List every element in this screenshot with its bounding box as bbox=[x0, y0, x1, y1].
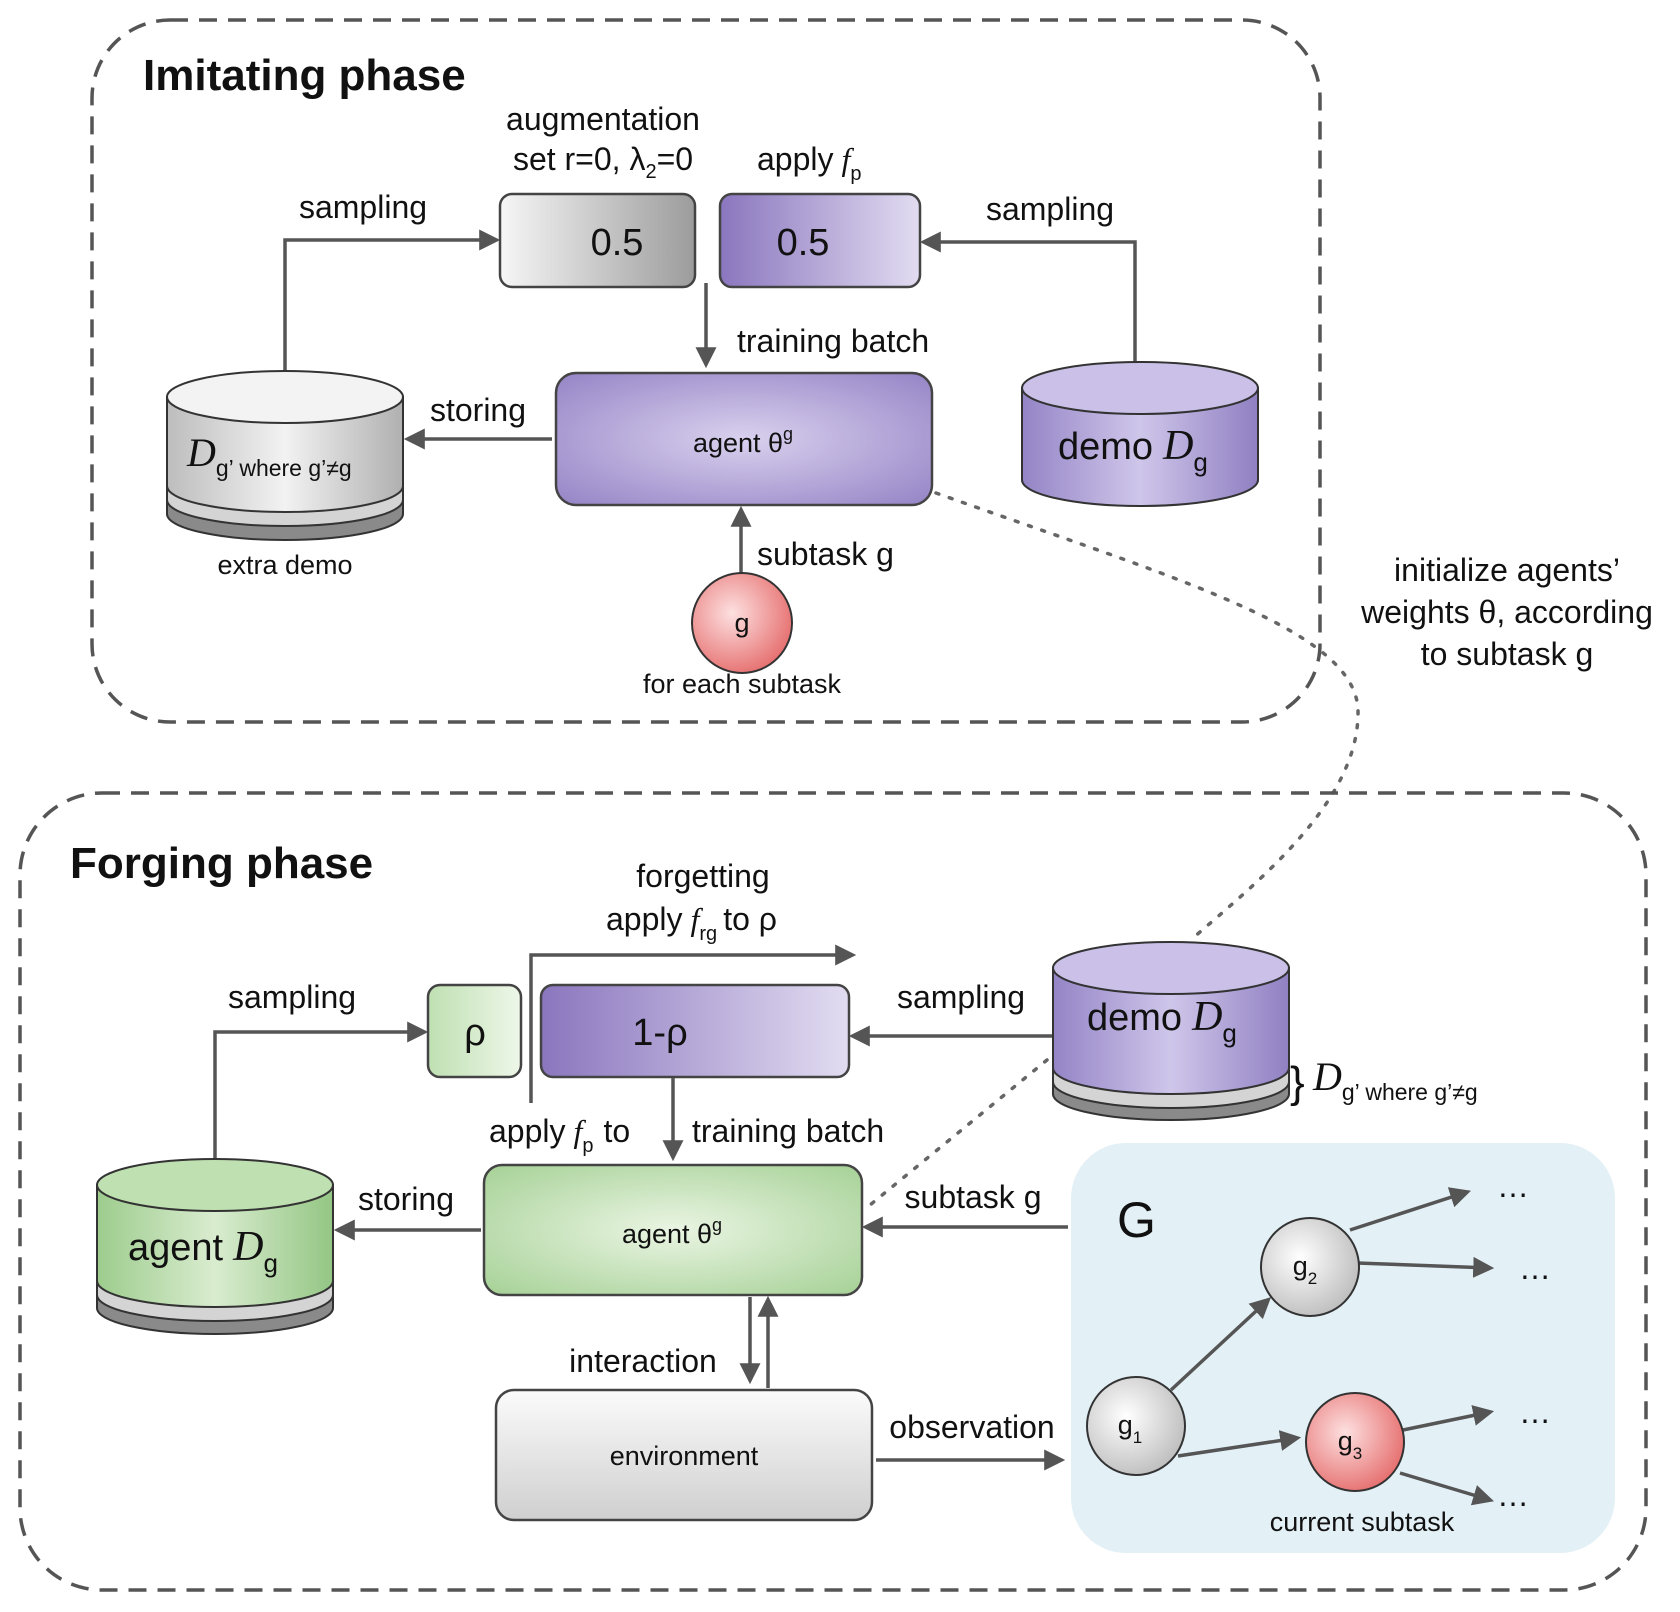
imitating-phase-frame bbox=[90, 18, 1322, 724]
demo-batch-box-value: 0.5 bbox=[777, 222, 830, 264]
forging-phase-frame bbox=[18, 791, 1648, 1592]
initialize-note-line2: weights θ, according bbox=[1360, 594, 1653, 630]
extra-demo-brace: } bbox=[1290, 1058, 1305, 1107]
extra-demo-cylinder bbox=[166, 370, 404, 541]
node-g3-label: g3 bbox=[1338, 1426, 1363, 1463]
forging-demo-cylinder bbox=[1052, 941, 1290, 1121]
node-g3 bbox=[1305, 1392, 1405, 1492]
imitating-demo-cylinder bbox=[1021, 361, 1259, 507]
forging-phase-title: Forging phase bbox=[70, 839, 373, 888]
initialize-note-line3: to subtask g bbox=[1421, 636, 1594, 672]
extra-demo-symbol: Dg’ where g’≠g bbox=[186, 430, 352, 481]
imitating-phase-title: Imitating phase bbox=[143, 51, 466, 100]
edge-g3-out1 bbox=[1402, 1405, 1495, 1432]
imitating-agent-box bbox=[554, 371, 934, 507]
storing-label: storing bbox=[430, 392, 526, 428]
node-g2-label: g2 bbox=[1293, 1251, 1318, 1288]
demo-agent-dotted-link bbox=[868, 1058, 1049, 1207]
forging-subtask-label: subtask g bbox=[905, 1179, 1042, 1215]
sampling-right-arrow bbox=[919, 231, 1137, 373]
subtask-label: subtask g bbox=[757, 536, 894, 572]
edge-g2-out1 bbox=[1349, 1187, 1471, 1232]
forging-training-batch-label: training batch bbox=[692, 1113, 884, 1149]
ellipsis-g2-1: … bbox=[1497, 1168, 1529, 1204]
sampling-left-arrow bbox=[283, 229, 501, 372]
environment-box bbox=[494, 1388, 874, 1522]
ellipsis-g3-1: … bbox=[1519, 1394, 1551, 1430]
sampling-left-label: sampling bbox=[299, 189, 427, 225]
edge-g2-out2 bbox=[1356, 1256, 1495, 1278]
imitating-agent-label: agent θg bbox=[693, 424, 793, 458]
subtask-node bbox=[691, 572, 793, 674]
ellipsis-g3-2: … bbox=[1497, 1477, 1529, 1513]
edge-g3-out2 bbox=[1399, 1471, 1495, 1506]
forging-agent-label: agent θg bbox=[622, 1215, 722, 1249]
observation-label: observation bbox=[889, 1409, 1054, 1445]
forgetting-arrow bbox=[529, 944, 857, 1103]
current-subtask-label: current subtask bbox=[1270, 1507, 1455, 1537]
augmentation-settings: set r=0, λ2=0 bbox=[513, 141, 693, 183]
initialize-link bbox=[934, 491, 1360, 940]
for-each-subtask-label: for each subtask bbox=[643, 669, 842, 699]
forgetting-label: forgetting bbox=[636, 858, 769, 894]
node-g1-label: g1 bbox=[1118, 1410, 1143, 1447]
forging-sampling-right-label: sampling bbox=[897, 979, 1025, 1015]
forging-storing-label: storing bbox=[358, 1181, 454, 1217]
augmentation-label: augmentation bbox=[506, 101, 700, 137]
edge-g1-g3 bbox=[1177, 1430, 1302, 1458]
subtask-graph-title: G bbox=[1117, 1192, 1156, 1248]
edge-g1-g2 bbox=[1169, 1297, 1272, 1392]
training-batch-label: training batch bbox=[737, 323, 929, 359]
subtask-node-label: g bbox=[734, 608, 749, 638]
rho-box-label: ρ bbox=[464, 1012, 486, 1054]
augmentation-box-value: 0.5 bbox=[591, 222, 644, 264]
agent-demo-cylinder bbox=[96, 1158, 334, 1335]
forging-sampling-left-label: sampling bbox=[228, 979, 356, 1015]
extra-demo-caption: extra demo bbox=[217, 550, 352, 580]
sampling-right-label: sampling bbox=[986, 191, 1114, 227]
environment-label: environment bbox=[610, 1441, 759, 1471]
forging-sampling-left-arrow bbox=[213, 1021, 429, 1165]
forging-extra-demo-label: Dg’ where g’≠g bbox=[1312, 1054, 1478, 1105]
one-minus-rho-box-label: 1-ρ bbox=[632, 1012, 687, 1054]
interaction-label: interaction bbox=[569, 1343, 717, 1379]
initialize-note-line1: initialize agents’ bbox=[1394, 552, 1620, 588]
node-g2 bbox=[1260, 1217, 1360, 1317]
node-g1 bbox=[1086, 1376, 1186, 1476]
ellipsis-g2-2: … bbox=[1519, 1250, 1551, 1286]
one-minus-rho-box bbox=[539, 983, 851, 1079]
